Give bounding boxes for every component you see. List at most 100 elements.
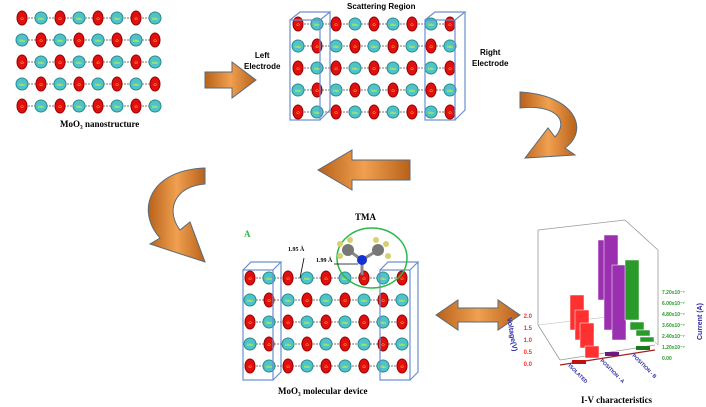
atom-symbol: Mo — [76, 16, 82, 21]
left-electrode-box — [289, 11, 332, 121]
atom-symbol: Mo — [314, 110, 320, 115]
mo-atom — [53, 33, 67, 47]
o-atom — [130, 98, 142, 114]
atom-symbol: O — [353, 44, 356, 49]
atom-symbol: O — [410, 110, 413, 115]
o-atom — [358, 358, 370, 374]
atom-symbol: O — [372, 66, 375, 71]
atom-symbol: O — [96, 104, 99, 109]
o-atom — [111, 76, 123, 92]
atom-symbol: O — [305, 342, 308, 347]
current-axis-label: Current (A) — [697, 303, 704, 340]
mo-atom — [367, 83, 381, 97]
voltage-tick-label: 0.0 — [524, 362, 533, 368]
scattering-region-label: Scattering Region — [347, 2, 416, 11]
o-atom — [149, 76, 161, 92]
mo-atom — [243, 337, 257, 351]
o-atom — [130, 54, 142, 70]
chart-bar — [624, 259, 640, 321]
mo-atom — [262, 315, 276, 329]
atom-symbol: O — [429, 88, 432, 93]
o-atom — [320, 270, 332, 286]
atom-symbol: Mo — [152, 104, 158, 109]
atom-symbol: O — [153, 38, 156, 43]
panel-letter: A — [244, 229, 251, 239]
o-atom — [349, 38, 361, 54]
bond-length-1: 1.95 Å — [288, 247, 305, 253]
scattering-crystal: OMoOMoOMoOMoOMoOMoOMoOMoOMoOMoOMoOMoOMoO… — [291, 16, 457, 120]
atom-symbol: Mo — [152, 16, 158, 21]
o-atom — [244, 358, 256, 374]
o-atom — [244, 270, 256, 286]
atom-symbol: O — [39, 82, 42, 87]
atom-symbol: O — [324, 320, 327, 325]
mo-atom — [110, 11, 124, 25]
atom-symbol: Mo — [428, 66, 434, 71]
o-atom — [54, 98, 66, 114]
mo-atom — [443, 39, 457, 53]
atom-symbol: Mo — [361, 342, 367, 347]
mo-atom — [348, 17, 362, 31]
atom-symbol: Mo — [285, 342, 291, 347]
atom-symbol: O — [20, 60, 23, 65]
mo-atom — [243, 293, 257, 307]
o-atom — [406, 104, 418, 120]
chart-bar — [639, 336, 655, 343]
chart-bar-base — [605, 352, 619, 356]
current-tick-label: 2.40x10⁻⁷ — [662, 334, 685, 340]
current-tick-label: 4.80x10⁻⁷ — [662, 312, 685, 318]
arrow-right-icon — [204, 61, 257, 99]
atom-symbol: Mo — [285, 298, 291, 303]
mo-atom — [110, 55, 124, 69]
tma-molecule — [337, 237, 391, 275]
atom-symbol: Mo — [390, 66, 396, 71]
mo-atom — [91, 77, 105, 91]
atom-symbol: Mo — [304, 320, 310, 325]
atom-symbol: O — [315, 88, 318, 93]
mo-atom — [72, 55, 86, 69]
o-atom — [282, 314, 294, 330]
atom-symbol: Mo — [342, 320, 348, 325]
atom-symbol: O — [115, 38, 118, 43]
atom-symbol: Mo — [95, 38, 101, 43]
atom-symbol: Mo — [266, 364, 272, 369]
atom-symbol: O — [58, 60, 61, 65]
category-label: POSITION - A — [599, 358, 626, 385]
atom-symbol: O — [248, 364, 251, 369]
atom-symbol: O — [267, 342, 270, 347]
atom-symbol: O — [134, 104, 137, 109]
atom-symbol: Mo — [314, 22, 320, 27]
atom-symbol: Mo — [95, 82, 101, 87]
atom-symbol: O — [134, 16, 137, 21]
atom-symbol: Mo — [133, 38, 139, 43]
o-atom — [16, 10, 28, 26]
atom-symbol: Mo — [380, 364, 386, 369]
mo-atom — [405, 83, 419, 97]
mo-atom — [386, 105, 400, 119]
o-atom — [368, 104, 380, 120]
atom-symbol: O — [324, 364, 327, 369]
atom-symbol: O — [391, 88, 394, 93]
atom-symbol: O — [334, 66, 337, 71]
voltage-tick-label: 2.0 — [524, 314, 533, 320]
mo-atom — [281, 337, 295, 351]
o-atom — [35, 76, 47, 92]
o-atom — [406, 16, 418, 32]
current-tick-label: 3.60x10⁻⁷ — [662, 323, 685, 329]
o-atom — [282, 270, 294, 286]
atom-symbol: O — [77, 38, 80, 43]
mo-atom — [148, 55, 162, 69]
atom-symbol: Mo — [57, 82, 63, 87]
atom-symbol: Mo — [247, 342, 253, 347]
atom-symbol: O — [134, 60, 137, 65]
o-atom — [339, 336, 351, 352]
mo-atom — [443, 83, 457, 97]
nanostructure-crystal: OMoOMoOMoOMoOMoOMoOMoOMoOMoOMoOMoOMoOMoO… — [15, 10, 162, 114]
atom-symbol: Mo — [352, 110, 358, 115]
mo-atom — [72, 11, 86, 25]
atom-symbol: O — [20, 104, 23, 109]
mo-atom — [110, 99, 124, 113]
atom-symbol: O — [267, 298, 270, 303]
o-atom — [406, 60, 418, 76]
mo-atom — [34, 55, 48, 69]
